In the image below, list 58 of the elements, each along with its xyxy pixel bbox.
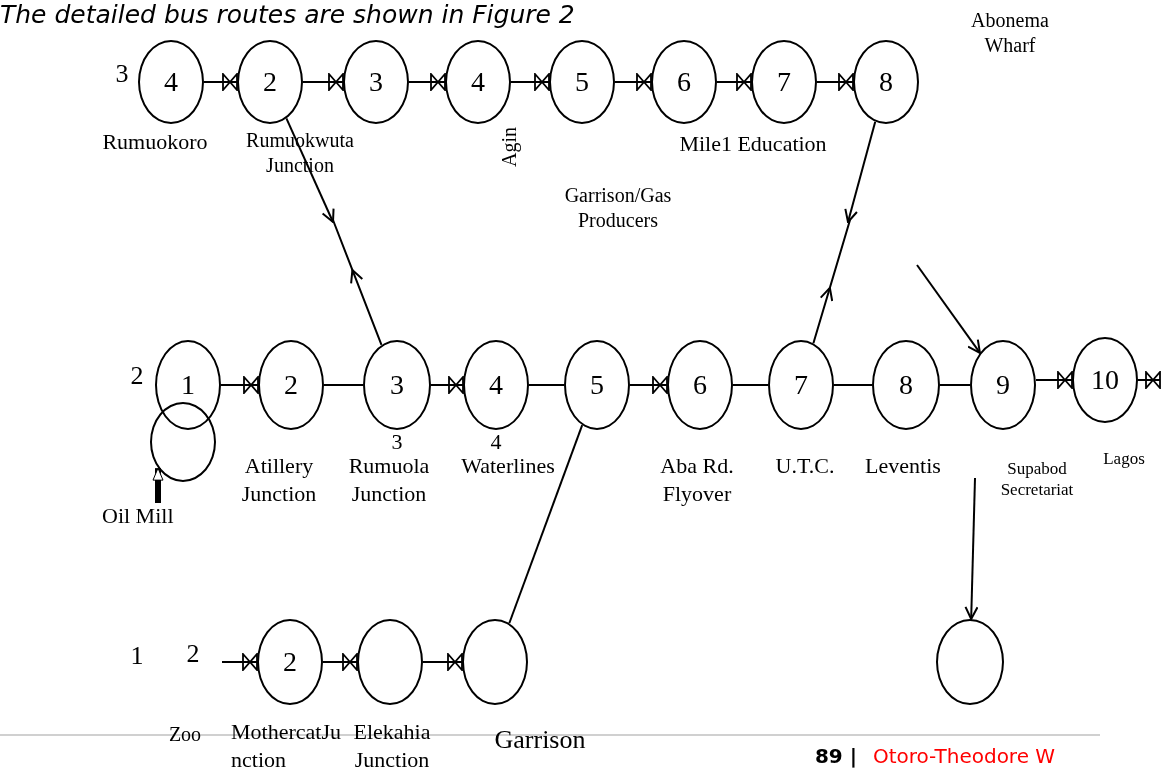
place-label: Elekahia Junction <box>352 718 432 773</box>
arrow <box>844 120 877 223</box>
connector-line <box>528 384 565 386</box>
stop-ellipse: 3 <box>343 40 409 124</box>
arrow <box>812 219 851 345</box>
stop-ellipse: 5 <box>564 340 630 430</box>
stop-ellipse: 8 <box>872 340 940 430</box>
author-name: Otoro-Theodore W <box>872 744 1056 769</box>
arrow <box>964 477 979 621</box>
place-label: Garrison/Gas Producers <box>563 183 673 233</box>
place-label: Zoo <box>168 722 202 747</box>
page-number: 89 | <box>814 744 858 769</box>
title: The detailed bus routes are shown in Figure 2 <box>0 0 575 29</box>
stop-ellipse: 2 <box>257 619 323 705</box>
place-label: 1 <box>130 640 144 672</box>
place-label: Supabod Secretariat <box>999 458 1075 501</box>
place-label: Agin <box>499 127 519 167</box>
route-number: 3 <box>115 58 129 90</box>
connector-line <box>508 424 584 625</box>
empty-stop-ellipse <box>150 402 216 482</box>
connector-line <box>732 384 769 386</box>
stop-ellipse: 6 <box>667 340 733 430</box>
empty-stop-ellipse <box>357 619 423 705</box>
stop-ellipse: 2 <box>258 340 324 430</box>
place-label: Atillery Junction <box>240 452 318 507</box>
place-label: Leventis <box>865 452 941 480</box>
stop-ellipse: 4 <box>138 40 204 124</box>
stop-ellipse: 8 <box>853 40 919 124</box>
place-label: Aba Rd. Flyover <box>659 452 735 507</box>
place-label: 2 <box>186 638 200 670</box>
stop-ellipse: 10 <box>1072 337 1138 423</box>
arrow <box>152 467 164 503</box>
stop-ellipse: 3 <box>363 340 431 430</box>
place-label: Oil Mill <box>102 503 174 529</box>
stop-ellipse: 4 <box>463 340 529 430</box>
stop-ellipse: 6 <box>651 40 717 124</box>
empty-stop-ellipse <box>936 619 1004 705</box>
place-label: MothercatJunction <box>231 718 342 773</box>
place-label: U.T.C. <box>775 452 835 480</box>
place-label: Mile1 Education <box>679 130 827 158</box>
stop-ellipse: 2 <box>237 40 303 124</box>
place-label: Garrison <box>494 724 586 756</box>
stop-ellipse: 4 <box>445 40 511 124</box>
stop-ellipse: 1 <box>155 340 221 430</box>
stop-ellipse: 5 <box>549 40 615 124</box>
arrow <box>332 219 383 346</box>
connector-line <box>833 384 873 386</box>
stop-ellipse: 7 <box>768 340 834 430</box>
empty-stop-ellipse <box>462 619 528 705</box>
arrow <box>916 264 981 354</box>
place-label: Abonema Wharf <box>970 8 1050 58</box>
stop-ellipse: 7 <box>751 40 817 124</box>
connector-line <box>323 384 364 386</box>
stop-ellipse: 9 <box>970 340 1036 430</box>
place-label: Rumuokoro <box>102 128 208 156</box>
route-number: 2 <box>130 360 144 392</box>
connector-line <box>939 384 971 386</box>
place-label: Lagos <box>1103 448 1145 470</box>
